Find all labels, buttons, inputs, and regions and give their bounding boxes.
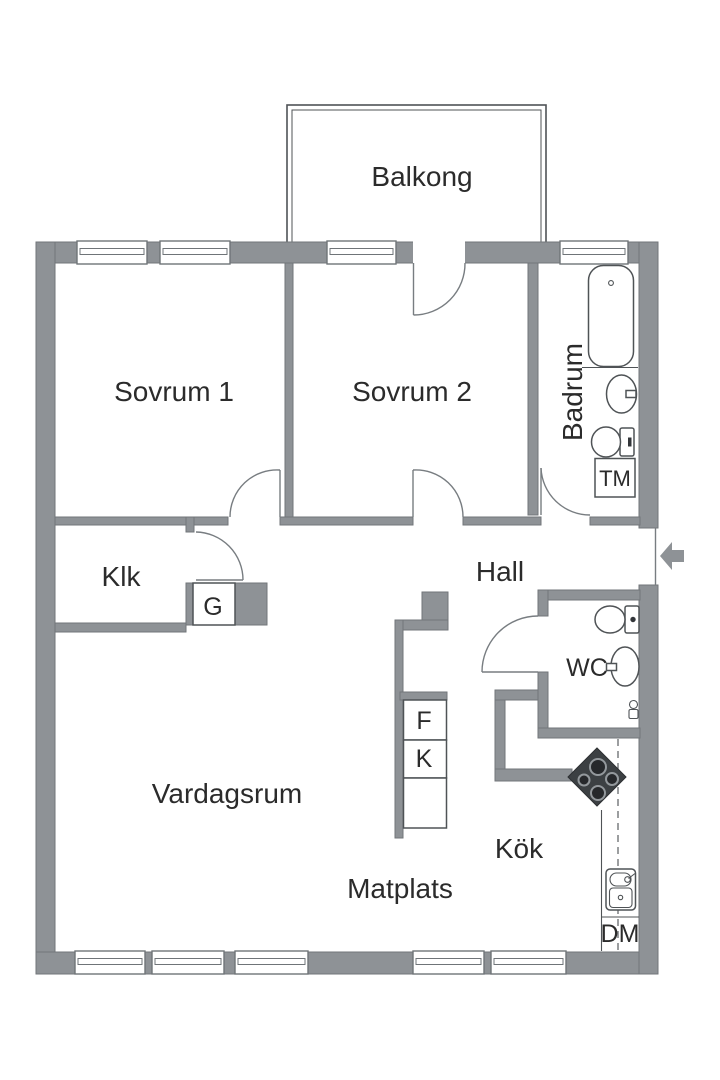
wall-bedrooms-bottom-mid xyxy=(279,516,414,526)
closet-door xyxy=(195,531,244,581)
bathroom-label: Badrum xyxy=(557,343,588,441)
windows-top xyxy=(76,240,629,265)
stove-burner xyxy=(605,772,619,786)
wc-tap-icon xyxy=(628,699,639,710)
bathtub-drain xyxy=(608,280,614,286)
cabinet-boxes xyxy=(192,582,448,829)
living-room-label: Vardagsrum xyxy=(152,778,302,809)
wall-bathroom-left xyxy=(527,262,539,516)
balcony-label: Balkong xyxy=(371,161,472,192)
wall-right-upper xyxy=(638,241,659,529)
door-arc xyxy=(195,531,244,581)
freezer-label: K xyxy=(416,745,433,773)
bathtub-icon xyxy=(587,264,635,368)
wall-bedroom1-bottom xyxy=(54,516,229,526)
kitchen-sink-icon xyxy=(605,868,637,911)
freezer-box xyxy=(402,739,448,779)
door-arc xyxy=(540,467,591,516)
bathroom-sink-faucet xyxy=(625,389,637,399)
entrance-door xyxy=(654,528,684,585)
bathroom-door xyxy=(540,467,591,516)
kitchen-sink-drain xyxy=(617,894,624,901)
bathroom-fixtures xyxy=(582,264,638,498)
window xyxy=(490,950,567,975)
window xyxy=(151,950,225,975)
bedroom1-door xyxy=(229,469,281,518)
wardrobe-box xyxy=(192,582,236,626)
wc-fixtures xyxy=(594,605,640,720)
wc-tap-base xyxy=(628,708,639,720)
wall-wc-left-upper xyxy=(537,589,549,617)
fridge-box xyxy=(402,699,448,741)
wall-wardrobe-left-edge xyxy=(185,582,194,626)
wall-closet-bottom xyxy=(54,622,187,633)
hall-label: Hall xyxy=(476,556,524,587)
window xyxy=(412,950,485,975)
bedroom2-door xyxy=(412,469,464,518)
wall-left xyxy=(35,241,56,974)
window xyxy=(159,240,231,265)
kitchen-sink-handle xyxy=(628,873,636,879)
wall-fk-vertical xyxy=(394,619,404,839)
door-arc xyxy=(413,262,466,316)
wall-kitchen-peninsula-h xyxy=(494,768,573,782)
closet-label: Klk xyxy=(102,561,142,592)
door-arc xyxy=(229,469,281,518)
kitchen-label: Kök xyxy=(495,833,544,864)
wc-sink-faucet xyxy=(605,662,618,672)
wc-toilet-button xyxy=(630,616,636,623)
wall-bathroom-bottom xyxy=(589,516,641,526)
wall-hall-top xyxy=(462,516,542,526)
wc-label: WC xyxy=(566,654,608,682)
window xyxy=(234,950,309,975)
stove-burner xyxy=(589,758,607,776)
window xyxy=(559,240,629,265)
kitchen-sink-faucet xyxy=(624,876,631,883)
wall-right-lower xyxy=(638,584,659,975)
washing-machine-box xyxy=(594,457,636,498)
stove-icon xyxy=(567,747,627,807)
kitchen-sink-top-basin xyxy=(609,872,632,887)
wall-kitchen-stub xyxy=(494,689,539,701)
stove-burner xyxy=(577,773,591,787)
dining-label: Matplats xyxy=(347,873,453,904)
door-arc xyxy=(481,615,539,673)
washing-machine-label: TM xyxy=(599,466,631,491)
bedroom2-label: Sovrum 2 xyxy=(352,376,472,407)
bathroom-toilet-tank xyxy=(619,427,635,457)
wc-door xyxy=(481,615,539,673)
bedroom1-label: Sovrum 1 xyxy=(114,376,234,407)
kitchen-fixtures xyxy=(567,739,639,951)
balcony-door xyxy=(412,262,466,316)
wall-wc-bottom xyxy=(537,727,641,739)
fridge-label: F xyxy=(416,707,431,735)
window xyxy=(326,240,397,265)
wall-closet-hinge-stub xyxy=(185,516,195,533)
stove-burner xyxy=(590,785,606,801)
cabinet-box xyxy=(402,777,448,829)
dishwasher-label: DM xyxy=(601,920,640,948)
wall-fk-cabinet-bar xyxy=(399,691,448,701)
wardrobe-label: G xyxy=(203,593,222,621)
wall-wardrobe-block xyxy=(234,582,268,626)
kitchen-sink-bottom-basin xyxy=(608,887,633,909)
wall-wc-top xyxy=(537,589,641,601)
doors xyxy=(195,262,684,673)
door-arc xyxy=(412,469,464,518)
window xyxy=(76,240,148,265)
wall-bedroom-divider xyxy=(284,262,294,518)
bathroom-toilet-icon xyxy=(590,426,622,458)
room-labels: Balkong Sovrum 1 Sovrum 2 Badrum TM Klk … xyxy=(102,161,640,948)
wc-toilet-icon xyxy=(594,605,626,634)
entrance-arrow-icon xyxy=(660,542,684,570)
window xyxy=(74,950,146,975)
toilet-flush-button xyxy=(628,437,632,447)
windows-bottom xyxy=(74,950,567,975)
balcony-door-opening xyxy=(413,241,465,264)
